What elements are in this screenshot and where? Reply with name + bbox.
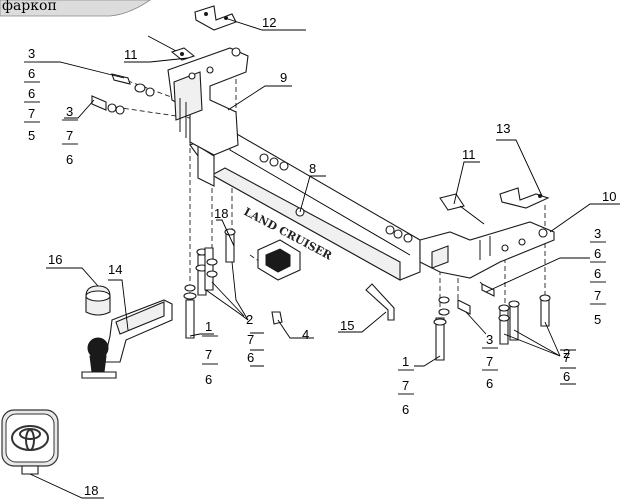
callout-2-left: 2 [246, 312, 253, 327]
callout-18-top: 18 [214, 206, 228, 221]
stack-left-b-1: 7 [66, 128, 73, 143]
bracket-clip-12 [194, 5, 237, 31]
hitch-pin [365, 283, 395, 321]
stack-left-b-0: 3 [66, 104, 73, 119]
stack-right-b-2: 6 [402, 402, 409, 417]
callout-2-right: 2 [563, 346, 570, 361]
title-tab: фаркоп [0, 0, 151, 17]
callout-stack-left-a: 3 6 6 7 5 [24, 46, 40, 143]
stack-2a-0: 7 [247, 332, 254, 347]
callout-stack-1: 1 7 6 [202, 319, 218, 387]
stack-right-c-1: 7 [486, 354, 493, 369]
callouts: 12 11 9 8 11 13 10 16 14 18 2 4 15 2 18 [48, 15, 616, 498]
stack-right-b-0: 1 [402, 354, 409, 369]
ball-cover [85, 285, 111, 316]
stack-right-a-4: 5 [594, 312, 601, 327]
stack-left-a-1: 6 [28, 66, 35, 81]
stack-2b-0: 7 [563, 350, 570, 365]
stack-right-c-0: 3 [486, 332, 493, 347]
callout-11-right: 11 [462, 147, 476, 162]
callout-stack-2b: 7 6 [563, 350, 570, 384]
callout-14: 14 [108, 262, 122, 277]
fish-plate-right [439, 193, 485, 225]
callout-10: 10 [602, 189, 616, 204]
stack-1-2: 6 [205, 372, 212, 387]
left-bracket [167, 47, 249, 156]
callout-4: 4 [302, 327, 309, 342]
stack-2b-1: 6 [563, 369, 570, 384]
stack-left-b-2: 6 [66, 152, 73, 167]
ball-mount [81, 299, 173, 379]
callout-9: 9 [280, 70, 287, 85]
callout-stack-right-a: 3 6 6 7 5 [590, 226, 606, 327]
callout-12: 12 [262, 15, 276, 30]
stack-left-a-3: 7 [28, 106, 35, 121]
stack-2a-1: 6 [247, 350, 254, 365]
callout-stack-right-c: 3 7 6 [482, 332, 498, 391]
stack-right-b-1: 7 [402, 378, 409, 393]
stack-1-1: 7 [205, 347, 212, 362]
diagram-title: фаркоп [2, 0, 57, 14]
callout-8: 8 [309, 161, 316, 176]
callout-stack-left-b: 3 7 6 [62, 104, 78, 167]
stack-left-a-2: 6 [28, 86, 35, 101]
left-fasteners [91, 73, 289, 339]
callout-11-left: 11 [124, 47, 138, 62]
callout-15: 15 [340, 318, 354, 333]
right-bracket [419, 221, 555, 279]
callout-stack-right-b: 1 7 6 [398, 354, 414, 417]
toyota-logo-plate [1, 409, 59, 475]
main-crossbeam: LAND CRUISER [189, 129, 421, 281]
fish-plate-left [147, 35, 196, 61]
bracket-clip-13 [499, 187, 550, 209]
callout-stack-2a: 7 6 [247, 332, 254, 365]
callout-18: 18 [84, 483, 98, 498]
stack-right-a-1: 6 [594, 246, 601, 261]
stack-left-a-0: 3 [28, 46, 35, 61]
stack-right-a-0: 3 [594, 226, 601, 241]
callout-13: 13 [496, 121, 510, 136]
stack-left-a-4: 5 [28, 128, 35, 143]
stack-right-a-3: 7 [594, 288, 601, 303]
callout-16: 16 [48, 252, 62, 267]
leader-lines [29, 17, 620, 499]
right-fasteners [385, 225, 551, 361]
stack-right-c-2: 6 [486, 376, 493, 391]
stack-1-0: 1 [205, 319, 212, 334]
stack-right-a-2: 6 [594, 266, 601, 281]
